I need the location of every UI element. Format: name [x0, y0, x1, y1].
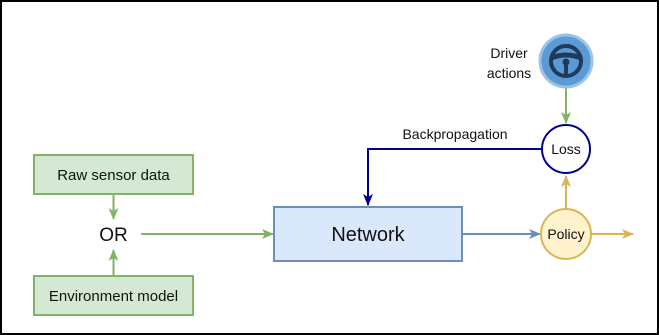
driver-actions-label-line2: actions: [487, 65, 531, 81]
environment-model-box: [33, 275, 194, 316]
policy-label: Policy: [547, 226, 584, 242]
network-box: [273, 206, 463, 262]
loss-label: Loss: [551, 141, 581, 157]
driver-actions-label-line1: Driver: [490, 45, 528, 61]
raw-sensor-label: Raw sensor data: [57, 167, 170, 184]
environment-model-label: Environment model: [49, 288, 178, 305]
steering-wheel-icon: [538, 33, 594, 89]
backpropagation-label: Backpropagation: [402, 126, 507, 142]
raw-sensor-box: [33, 154, 194, 195]
arrow-backpropagation: [363, 148, 542, 206]
network-label: Network: [331, 224, 405, 246]
or-label: OR: [99, 225, 128, 246]
